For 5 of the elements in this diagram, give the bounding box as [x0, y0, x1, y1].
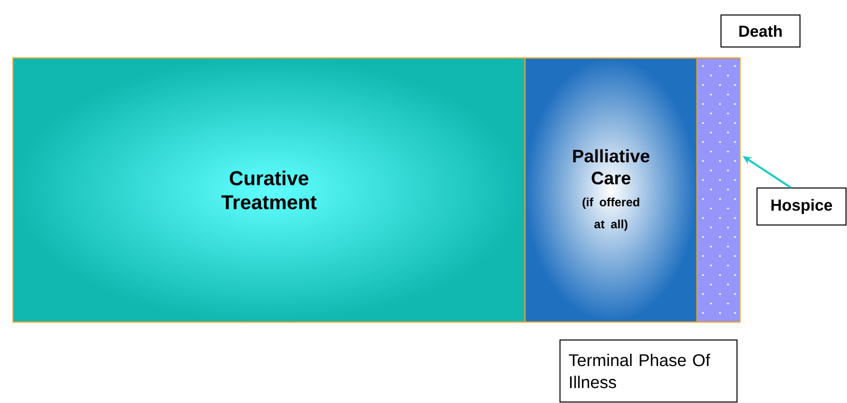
treatment-box: Curative Treatment	[12, 57, 526, 323]
hospice-bar	[696, 57, 741, 323]
label-box: Death	[720, 14, 800, 48]
label-box: Hospice	[756, 187, 846, 226]
label-box: Terminal Phase Of Illness	[560, 339, 738, 402]
